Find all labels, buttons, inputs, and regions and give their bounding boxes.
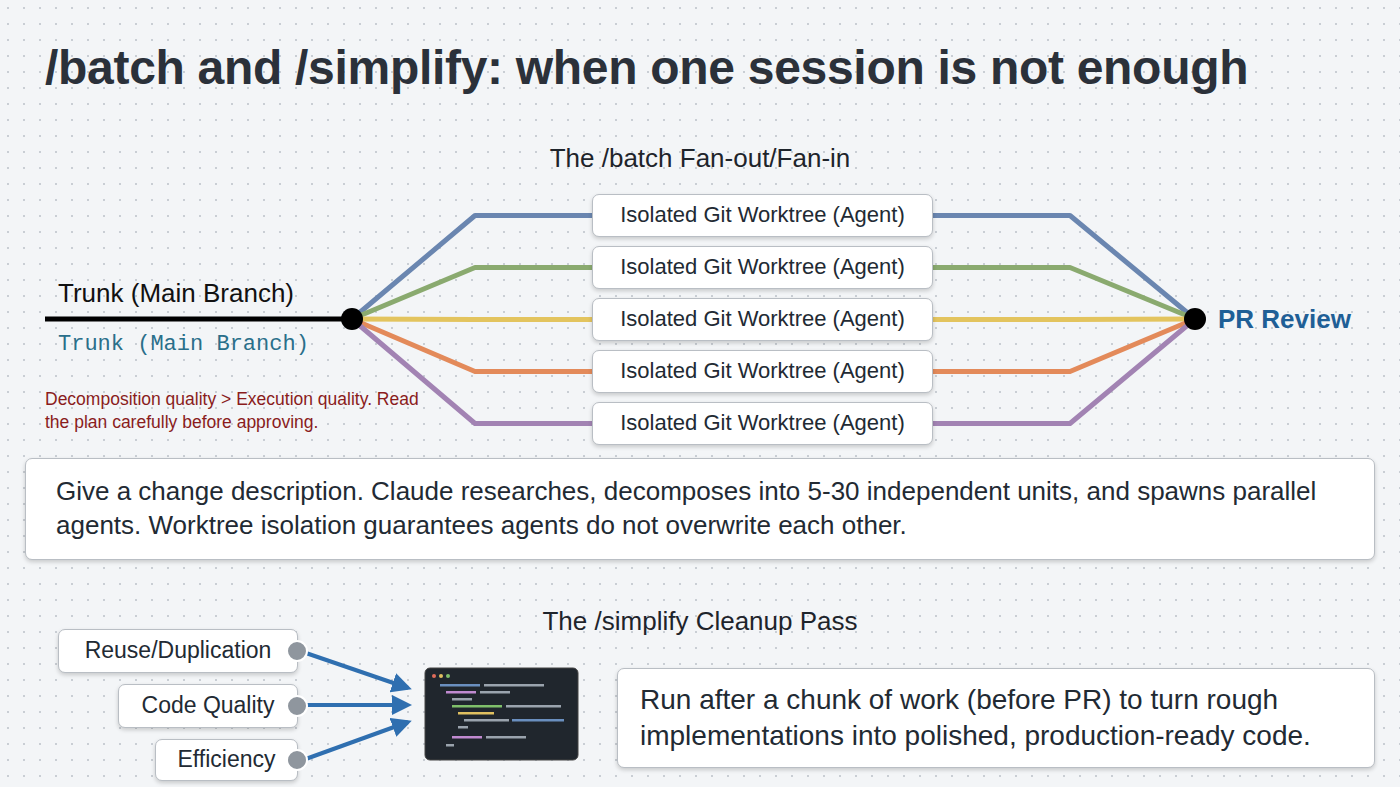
branch-line [933, 216, 1195, 320]
node-label: PR Review [1218, 304, 1351, 335]
node-label: Isolated Git Worktree (Agent) [620, 305, 905, 334]
description-box: Run after a chunk of work (before PR) to… [617, 668, 1375, 768]
diagram-title: /batch and /simplify: when one session i… [45, 40, 1248, 95]
worktree-box: Isolated Git Worktree (Agent) [592, 194, 933, 237]
connector-knob [286, 695, 308, 717]
branch-line [933, 319, 1195, 372]
branch-line [933, 317, 1195, 323]
worktree-box: Isolated Git Worktree (Agent) [592, 402, 933, 445]
branch-point: Trunk (Main Branch)Trunk (Main Branch) [341, 308, 363, 330]
worktree-box: Isolated Git Worktree (Agent) [592, 298, 933, 341]
branch-line [933, 268, 1195, 320]
node-label: Isolated Git Worktree (Agent) [620, 409, 905, 438]
aspect-box: Reuse/Duplication [58, 629, 298, 673]
node-label: Efficiency [177, 745, 275, 775]
worktree-box: Isolated Git Worktree (Agent) [592, 246, 933, 289]
merge-point: PR Review [1184, 308, 1206, 330]
node-label: Run after a chunk of work (before PR) to… [640, 682, 1352, 755]
worktree-box: Isolated Git Worktree (Agent) [592, 350, 933, 393]
branch-line [352, 216, 592, 320]
branch-line [352, 268, 592, 320]
node-label: Give a change description. Claude resear… [56, 475, 1344, 543]
node-label: Reuse/Duplication [85, 636, 272, 666]
aspect-box: Efficiency [155, 739, 298, 781]
leader-arrows [303, 652, 408, 760]
node-label: Isolated Git Worktree (Agent) [620, 357, 905, 386]
connector-knob [286, 749, 308, 771]
connector-knob [286, 640, 308, 662]
node-label: Isolated Git Worktree (Agent) [620, 253, 905, 282]
branch-line [352, 317, 592, 323]
code-screen [425, 668, 578, 760]
node-label: Code Quality [142, 691, 275, 721]
branch-line [933, 319, 1195, 424]
node-label: Isolated Git Worktree (Agent) [620, 201, 905, 230]
node-label: Trunk (Main Branch) [58, 278, 294, 309]
node-sublabel: Trunk (Main Branch) [58, 332, 309, 357]
note-text: Decomposition quality > Execution qualit… [45, 388, 445, 434]
trunk-line [45, 317, 352, 322]
section-heading: The /batch Fan-out/Fan-in [0, 143, 1400, 174]
description-box: Give a change description. Claude resear… [25, 458, 1375, 560]
aspect-box: Code Quality [118, 684, 298, 728]
branch-line [352, 319, 592, 372]
